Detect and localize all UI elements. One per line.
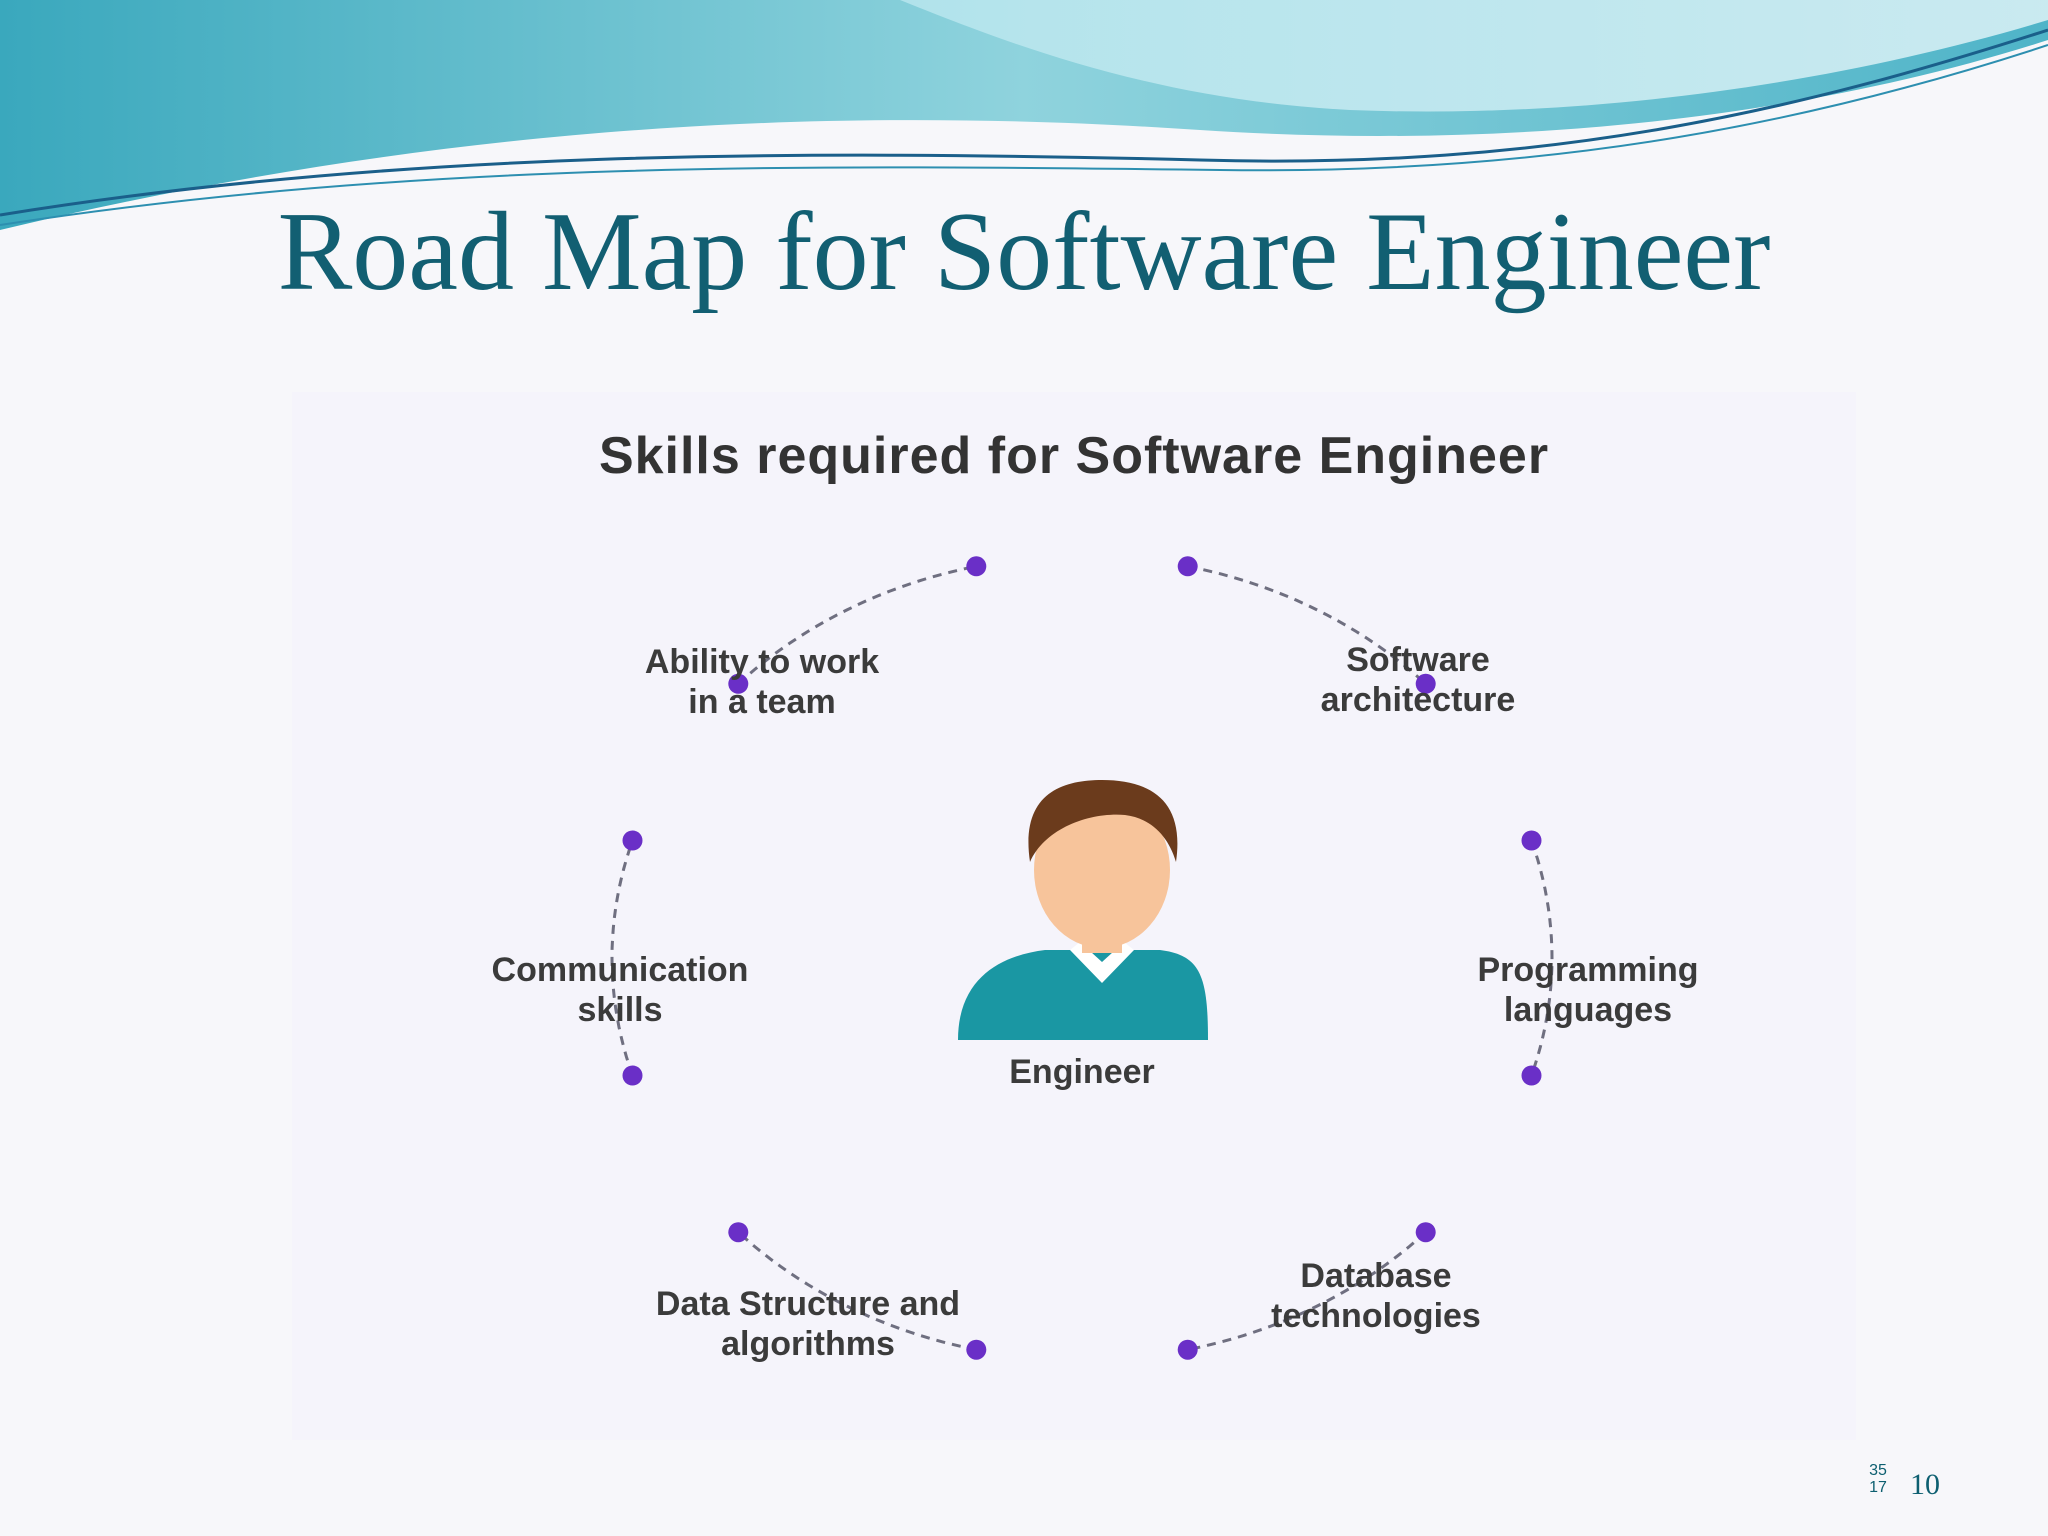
ring-node-dot [1521, 830, 1542, 851]
ring-node-dot [1521, 1065, 1542, 1086]
ring-connector-arc [610, 840, 634, 1076]
skill-label-programming-languages: Programming languages [1477, 950, 1698, 1030]
ring-node-dot [1177, 556, 1198, 577]
skill-line: algorithms [721, 1325, 895, 1363]
ring-node-dot [1177, 1339, 1198, 1360]
skill-line: in a team [688, 683, 836, 721]
skill-line: technologies [1271, 1297, 1481, 1335]
ring-connector-arc [1530, 840, 1554, 1076]
skill-line: Database [1300, 1257, 1452, 1295]
ring-connector-arc [737, 1231, 977, 1352]
engineer-avatar-icon [958, 780, 1208, 1040]
ring-connector-arc [1187, 1231, 1427, 1352]
slide-title: Road Map for Software Engineer [277, 190, 1771, 314]
skill-line: Software [1346, 641, 1490, 679]
skill-line: architecture [1320, 681, 1516, 719]
footer-number-top: 35 [1869, 1462, 1887, 1479]
footer-number-bottom: 17 [1869, 1479, 1887, 1496]
skill-label-team-work: Ability to work in a team [645, 642, 879, 722]
skill-line: Communication [491, 951, 749, 989]
diagram-title: Skills required for Software Engineer [598, 427, 1550, 485]
ring-node-dot [622, 830, 643, 851]
skill-line: Programming [1477, 951, 1699, 989]
skill-label-database-technologies: Database technologies [1271, 1256, 1481, 1336]
ring-connector-arc [737, 564, 977, 685]
skill-line: Ability to work [644, 643, 880, 681]
skill-line: Data Structure and [655, 1285, 961, 1323]
ring-node-dot [966, 556, 987, 577]
ring-node-dot [966, 1339, 987, 1360]
skill-label-software-architecture: Software architecture [1321, 640, 1516, 720]
ring-connectors [610, 564, 1554, 1352]
ring-node-dot [728, 673, 749, 694]
skill-line: languages [1503, 991, 1673, 1029]
footer-fraction: 35 17 [1864, 1462, 1892, 1496]
page-number: 10 [1910, 1468, 1940, 1501]
header-wave-decoration [0, 0, 2048, 230]
ring-node-dot [1415, 673, 1436, 694]
ring-nodes [622, 556, 1542, 1360]
center-label-engineer: Engineer [1009, 1053, 1155, 1091]
ring-node-dot [1415, 1222, 1436, 1243]
ring-connector-arc [1187, 564, 1427, 685]
skill-label-data-structures: Data Structure and algorithms [656, 1284, 960, 1364]
ring-node-dot [622, 1065, 643, 1086]
ring-node-dot [728, 1222, 749, 1243]
skill-label-communication-skills: Communication skills [492, 950, 749, 1030]
skill-line: skills [577, 991, 663, 1029]
